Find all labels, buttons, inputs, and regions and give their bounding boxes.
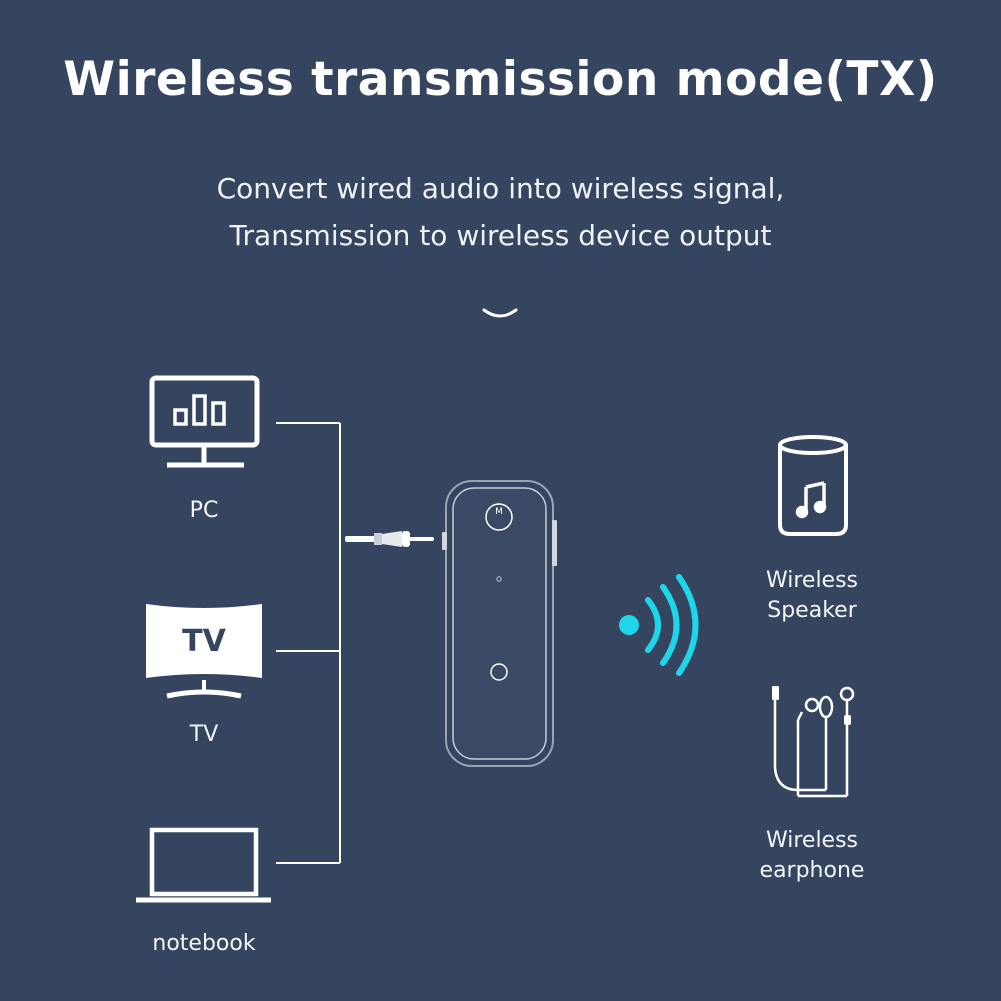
music-note-icon xyxy=(795,481,827,519)
audio-jack-icon xyxy=(345,531,434,547)
tv-icon: TV xyxy=(146,604,262,699)
button-letter: M xyxy=(495,507,503,517)
speaker-icon xyxy=(778,435,848,536)
multifunction-button xyxy=(485,503,513,531)
smile-decoration xyxy=(482,308,518,318)
label-pc: PC xyxy=(189,498,219,523)
label-tv: TV xyxy=(189,722,219,747)
earphone-icon xyxy=(772,686,855,798)
subtitle-line-2: Transmission to wireless device output xyxy=(229,219,772,252)
label-earphone-line-2: earphone xyxy=(759,858,865,883)
label-speaker-line-1: Wireless xyxy=(765,568,859,593)
label-speaker-line-2: Speaker xyxy=(767,598,857,623)
bluetooth-transmitter-icon: M xyxy=(442,480,557,767)
page-title: Wireless transmission mode(TX) xyxy=(63,52,938,107)
label-notebook: notebook xyxy=(152,931,256,956)
mic-hole xyxy=(490,663,508,681)
subtitle-line-1: Convert wired audio into wireless signal… xyxy=(216,172,785,205)
tv-screen-text: TV xyxy=(182,624,226,659)
label-earphone-line-1: Wireless xyxy=(765,828,859,853)
monitor-icon xyxy=(149,375,260,468)
wireless-signal-icon xyxy=(619,574,699,676)
connection-lines xyxy=(276,422,341,864)
indicator-led xyxy=(496,576,502,582)
laptop-icon xyxy=(136,827,271,903)
